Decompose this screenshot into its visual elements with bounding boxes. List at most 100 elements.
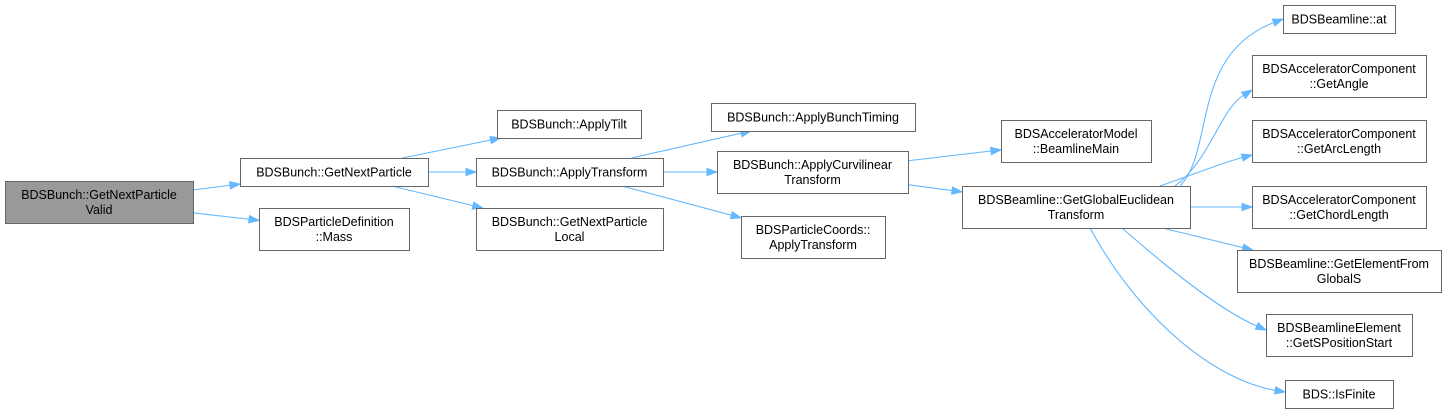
node-box	[1252, 55, 1427, 98]
edge-arrowhead	[1240, 89, 1254, 100]
node-label: BDSBeamline::at	[1291, 13, 1387, 27]
function-node[interactable]: BDSAcceleratorComponent::GetChordLength	[1252, 186, 1427, 229]
edge-arrowhead	[229, 181, 242, 190]
node-box	[1001, 120, 1152, 163]
node-box	[476, 208, 664, 251]
edge-arrowhead	[706, 167, 719, 177]
call-edge	[1190, 202, 1254, 212]
edge-arrowhead	[951, 186, 964, 195]
node-label: BDSBunch::GetNextParticle	[256, 166, 412, 180]
node-label: ApplyTransform	[769, 238, 857, 252]
edge-arrowhead	[1241, 202, 1254, 212]
call-edge	[621, 185, 743, 220]
call-edge	[1159, 153, 1254, 187]
edge-line	[907, 150, 992, 162]
edge-arrowhead	[990, 146, 1003, 156]
node-box	[497, 110, 642, 139]
node-label: ::GetChordLength	[1289, 208, 1388, 222]
edge-arrowhead	[1254, 321, 1268, 331]
node-box	[711, 103, 916, 132]
function-node[interactable]: BDSBunch::ApplyTransform	[476, 158, 664, 187]
node-label: BDSBeamlineElement	[1277, 321, 1401, 335]
edge-arrowhead	[1271, 18, 1285, 27]
edge-line	[1121, 227, 1258, 327]
function-node[interactable]: BDSBunch::ApplyBunchTiming	[711, 103, 916, 132]
node-label: BDSAcceleratorModel	[1015, 127, 1138, 141]
function-node[interactable]: BDSParticleCoords::ApplyTransform	[741, 216, 886, 259]
node-label: Valid	[86, 203, 113, 217]
node-label: ::Mass	[316, 230, 353, 244]
node-label: BDSAcceleratorComponent	[1262, 127, 1416, 141]
function-node[interactable]: BDSBeamlineElement::GetSPositionStart	[1266, 314, 1413, 357]
edge-line	[192, 212, 250, 220]
call-edge	[428, 167, 478, 177]
edge-line	[907, 184, 953, 192]
node-box	[741, 216, 886, 259]
edge-line	[391, 185, 474, 207]
call-edge	[1121, 227, 1268, 331]
call-graph-edges	[192, 18, 1287, 395]
node-label: BDSBunch::GetNextParticle	[492, 215, 648, 229]
node-box	[259, 208, 410, 251]
edge-line	[402, 139, 491, 159]
function-node[interactable]: BDSBunch::GetNextParticle	[240, 158, 429, 187]
node-label: BDSBunch::ApplyBunchTiming	[727, 111, 899, 125]
call-edge	[1162, 227, 1255, 252]
call-edge	[391, 185, 485, 210]
function-node[interactable]: BDSParticleDefinition::Mass	[259, 208, 410, 251]
function-node[interactable]: BDSAcceleratorModel::BeamlineMain	[1001, 120, 1152, 163]
node-label: BDSParticleCoords::	[756, 223, 871, 237]
node-label: BDSBeamline::GetElementFrom	[1249, 257, 1429, 271]
call-graph-nodes: BDSBunch::GetNextParticleValidBDSBunch::…	[5, 5, 1442, 409]
edge-line	[1179, 22, 1274, 187]
call-edge	[192, 181, 242, 191]
edge-arrowhead	[729, 210, 743, 220]
function-node[interactable]: BDSBunch::ApplyTilt	[497, 110, 642, 139]
node-label: BDS::IsFinite	[1303, 388, 1376, 402]
function-node[interactable]: BDSAcceleratorComponent::GetArcLength	[1252, 120, 1427, 163]
node-label: BDSBunch::GetNextParticle	[21, 188, 177, 202]
call-edge	[1174, 89, 1254, 187]
node-label: BDSAcceleratorComponent	[1262, 193, 1416, 207]
function-node[interactable]: BDS::IsFinite	[1285, 380, 1394, 409]
node-label: BDSAcceleratorComponent	[1262, 62, 1416, 76]
node-box	[1252, 120, 1427, 163]
call-edge	[1089, 227, 1287, 395]
node-box	[1285, 380, 1394, 409]
function-node[interactable]: BDSAcceleratorComponent::GetAngle	[1252, 55, 1427, 98]
call-edge	[192, 212, 261, 224]
node-label: BDSBunch::ApplyTransform	[492, 166, 648, 180]
node-box	[962, 186, 1191, 229]
node-box	[476, 158, 664, 187]
node-box	[1237, 250, 1442, 293]
node-label: BDSParticleDefinition	[274, 215, 394, 229]
function-node[interactable]: BDSBeamline::at	[1283, 5, 1396, 34]
node-label: ::GetSPositionStart	[1286, 336, 1393, 350]
call-edge	[1179, 18, 1285, 187]
node-box	[5, 181, 194, 224]
call-edge	[402, 135, 502, 159]
edge-line	[1089, 227, 1276, 391]
edge-arrowhead	[465, 167, 478, 177]
edge-line	[1159, 156, 1243, 187]
edge-arrowhead	[1240, 153, 1254, 162]
node-label: BDSBeamline::GetGlobalEuclidean	[978, 193, 1174, 207]
edge-line	[1162, 227, 1244, 249]
node-box	[1266, 314, 1413, 357]
edge-line	[192, 184, 231, 191]
node-label: Local	[555, 230, 585, 244]
call-edge	[907, 146, 1003, 162]
node-label: BDSBunch::ApplyCurvilinear	[733, 158, 892, 172]
edge-arrowhead	[248, 214, 261, 224]
node-box	[717, 151, 909, 194]
node-label: BDSBunch::ApplyTilt	[511, 118, 627, 132]
call-edge	[907, 184, 964, 195]
node-label: ::GetAngle	[1309, 77, 1368, 91]
node-label: Transform	[1048, 208, 1105, 222]
